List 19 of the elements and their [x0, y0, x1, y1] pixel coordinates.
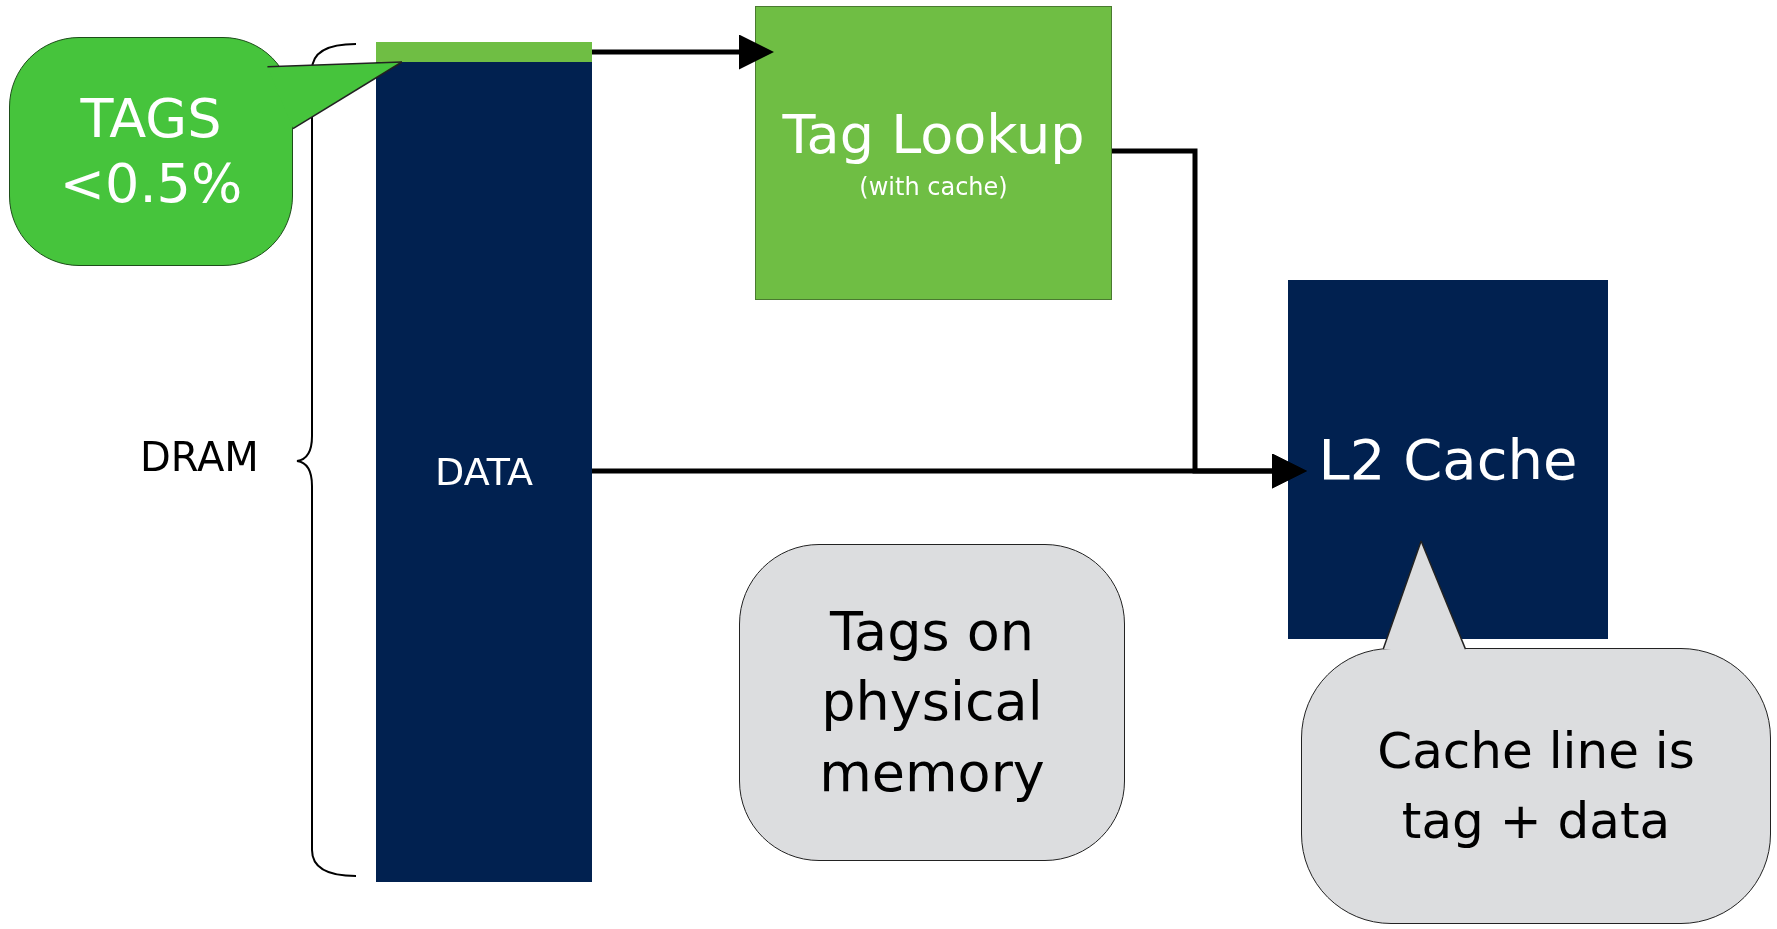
node-label: TAGS <0.5% [58, 86, 244, 217]
node-label: L2 Cache [1318, 425, 1578, 494]
speech-bubble [739, 544, 1125, 861]
memory-column [376, 62, 592, 882]
brace-label: DRAM [140, 437, 259, 477]
arrow [592, 34, 774, 70]
node-label: Cache line is tag + data [1376, 721, 1696, 852]
process-box [1288, 280, 1608, 639]
speech-bubble [1301, 648, 1771, 924]
node-label: Tag Lookup [782, 102, 1085, 169]
tag-strip [376, 42, 592, 62]
speech-bubble [9, 37, 293, 266]
leader-line [266, 61, 403, 68]
leader-line [1420, 540, 1467, 650]
process-box [755, 6, 1112, 300]
node-label: DATA [435, 448, 533, 496]
node-label: Tags on physical memory [818, 599, 1046, 806]
arrow [1112, 148, 1307, 489]
node-sublabel: (with cache) [859, 171, 1008, 203]
